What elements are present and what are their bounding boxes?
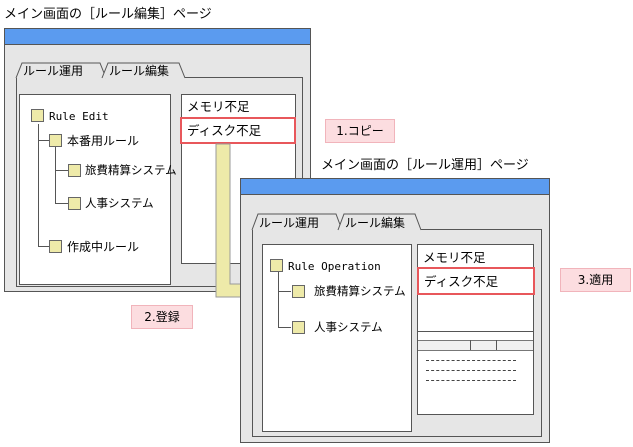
tree-node-production-label[interactable]: 本番用ルール — [67, 134, 140, 148]
left-window-titlebar — [5, 29, 310, 45]
tree-node-hr-icon — [292, 321, 305, 334]
tree-connector — [38, 140, 49, 141]
right-tab-rule-operation[interactable]: ルール運用 — [259, 216, 320, 230]
tree-connector — [55, 170, 68, 171]
tree-node-travel-icon — [68, 164, 81, 177]
tree-node-production-icon — [49, 134, 62, 147]
tree-node-hr-label[interactable]: 人事システム — [85, 196, 154, 210]
right-main-window: ルール運用 ルール編集 Rule Operation 旅費精算システム 人事シス… — [240, 178, 550, 443]
tree-connector — [38, 124, 39, 246]
left-window-caption: メイン画面の［ルール編集］ページ — [4, 7, 212, 22]
detail-row-placeholder — [426, 360, 516, 361]
right-tree-pane: Rule Operation 旅費精算システム 人事システム — [262, 244, 412, 432]
detail-column-divider — [496, 340, 497, 350]
tree-connector — [38, 246, 49, 247]
right-window-caption: メイン画面の［ルール運用］ページ — [321, 158, 529, 173]
left-tab-rule-edit[interactable]: ルール編集 — [109, 64, 170, 78]
tree-node-root-label[interactable]: Rule Edit — [49, 110, 109, 123]
step-copy-label: 1.コピー — [325, 119, 395, 143]
tree-connector — [278, 272, 279, 327]
left-tree-pane: Rule Edit 本番用ルール 旅費精算システム 人事システム 作成中ルール — [19, 94, 177, 285]
right-detail-pane — [417, 331, 534, 415]
right-tab-rule-edit[interactable]: ルール編集 — [345, 216, 406, 230]
rule-item-disk-label: ディスク不足 — [424, 274, 499, 289]
tree-node-root-label[interactable]: Rule Operation — [288, 260, 381, 273]
tree-node-draft-icon — [49, 240, 62, 253]
tree-connector — [55, 147, 56, 203]
step-register-label: 2.登録 — [131, 305, 193, 329]
step-apply-label: 3.適用 — [560, 268, 631, 292]
tree-connector — [55, 203, 68, 204]
rule-item-memory[interactable]: メモリ不足 — [423, 250, 486, 265]
rule-item-disk-apply-highlight[interactable]: ディスク不足 — [417, 267, 535, 295]
detail-column-divider — [470, 340, 471, 350]
rule-item-memory[interactable]: メモリ不足 — [187, 99, 250, 114]
tree-node-root-icon — [31, 109, 44, 122]
left-tab-rule-operation[interactable]: ルール運用 — [23, 64, 84, 78]
rule-item-disk-copy-highlight[interactable]: ディスク不足 — [180, 117, 296, 144]
detail-row-placeholder — [426, 380, 516, 381]
tree-node-travel-label[interactable]: 旅費精算システム — [314, 284, 406, 298]
tree-node-root-icon — [270, 259, 283, 272]
right-window-titlebar — [241, 179, 549, 195]
tree-node-hr-icon — [68, 197, 81, 210]
tree-connector — [278, 291, 291, 292]
rule-item-disk-label: ディスク不足 — [187, 123, 262, 138]
detail-row-placeholder — [426, 370, 516, 371]
detail-header-row — [418, 340, 533, 351]
right-tab-outlines — [251, 213, 422, 231]
tree-node-travel-label[interactable]: 旅費精算システム — [85, 163, 177, 177]
tree-node-hr-label[interactable]: 人事システム — [314, 320, 383, 334]
left-tab-outlines — [15, 62, 186, 79]
tree-node-draft-label[interactable]: 作成中ルール — [67, 240, 140, 254]
tree-connector — [278, 327, 291, 328]
tree-node-travel-icon — [292, 285, 305, 298]
